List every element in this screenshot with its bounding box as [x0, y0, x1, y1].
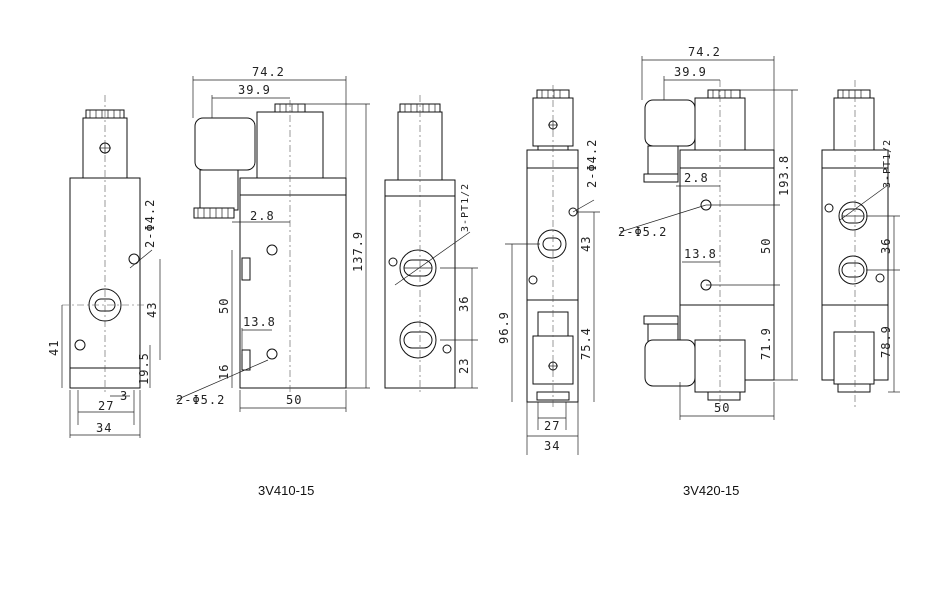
dim-71-9: 71.9	[759, 327, 773, 360]
dim-50-b: 50	[759, 238, 773, 254]
dim-19-5: 19.5	[137, 352, 151, 385]
dim-41: 41	[47, 340, 61, 356]
dim-43: 43	[145, 302, 159, 318]
3v420-front-view: 2-Φ4.2 43 96.9 75.4 27 34	[497, 85, 600, 455]
dim-78-9: 78.9	[879, 325, 893, 358]
dim-13-8-b: 13.8	[684, 247, 717, 261]
dim-16: 16	[217, 364, 231, 380]
dim-39-9: 39.9	[238, 83, 271, 97]
port-3-pt1-2: 3-PT1/2	[460, 183, 471, 232]
dim-2-d4-2-b: 2-Φ4.2	[585, 139, 599, 188]
dim-34: 34	[96, 421, 112, 435]
caption-3v410-15: 3V410-15	[258, 483, 314, 498]
3v410-back-view: 3-PT1/2 36 23	[384, 95, 478, 395]
dim-36: 36	[457, 296, 471, 312]
dim-50-vert: 50	[217, 298, 231, 314]
dim-137-9: 137.9	[351, 231, 365, 272]
3v420-side-view: 74.2 39.9 2.8 2-Φ5.2 13.8 50 193.8 71.9 …	[618, 45, 798, 420]
dim-2-8-b: 2.8	[684, 171, 709, 185]
dim-13-8: 13.8	[243, 315, 276, 329]
dim-36-b: 36	[879, 238, 893, 254]
dim-74-2: 74.2	[252, 65, 285, 79]
caption-3v420-15: 3V420-15	[683, 483, 739, 498]
dim-96-9: 96.9	[497, 311, 511, 344]
dim-50-horiz: 50	[286, 393, 302, 407]
dim-27-b: 27	[544, 419, 560, 433]
dim-3: 3	[120, 389, 128, 403]
dim-39-9-b: 39.9	[674, 65, 707, 79]
dim-75-4: 75.4	[579, 327, 593, 360]
3v410-front-view: 2-Φ4.2 43 41 19.5 3 27 34	[47, 95, 161, 438]
port-3-pt1-2-b: 3-PT1/2	[882, 139, 893, 188]
dim-2-d4-2: 2-Φ4.2	[143, 199, 157, 248]
dim-50-horiz-b: 50	[714, 401, 730, 415]
dim-2-8: 2.8	[250, 209, 275, 223]
dim-193-8: 193.8	[777, 155, 791, 196]
3v410-side-view: 74.2 39.9 137.9 2.8 50 13.8 16 2-Φ5.2 50	[175, 65, 370, 412]
dim-74-2-b: 74.2	[688, 45, 721, 59]
dim-43-b: 43	[579, 236, 593, 252]
3v420-back-view: 3-PT1/2 36 78.9	[821, 80, 900, 410]
dim-27: 27	[98, 399, 114, 413]
dim-34-b: 34	[544, 439, 560, 453]
dim-23: 23	[457, 358, 471, 374]
dim-2-d5-2: 2-Φ5.2	[176, 393, 225, 407]
dim-2-d5-2-b: 2-Φ5.2	[618, 225, 667, 239]
